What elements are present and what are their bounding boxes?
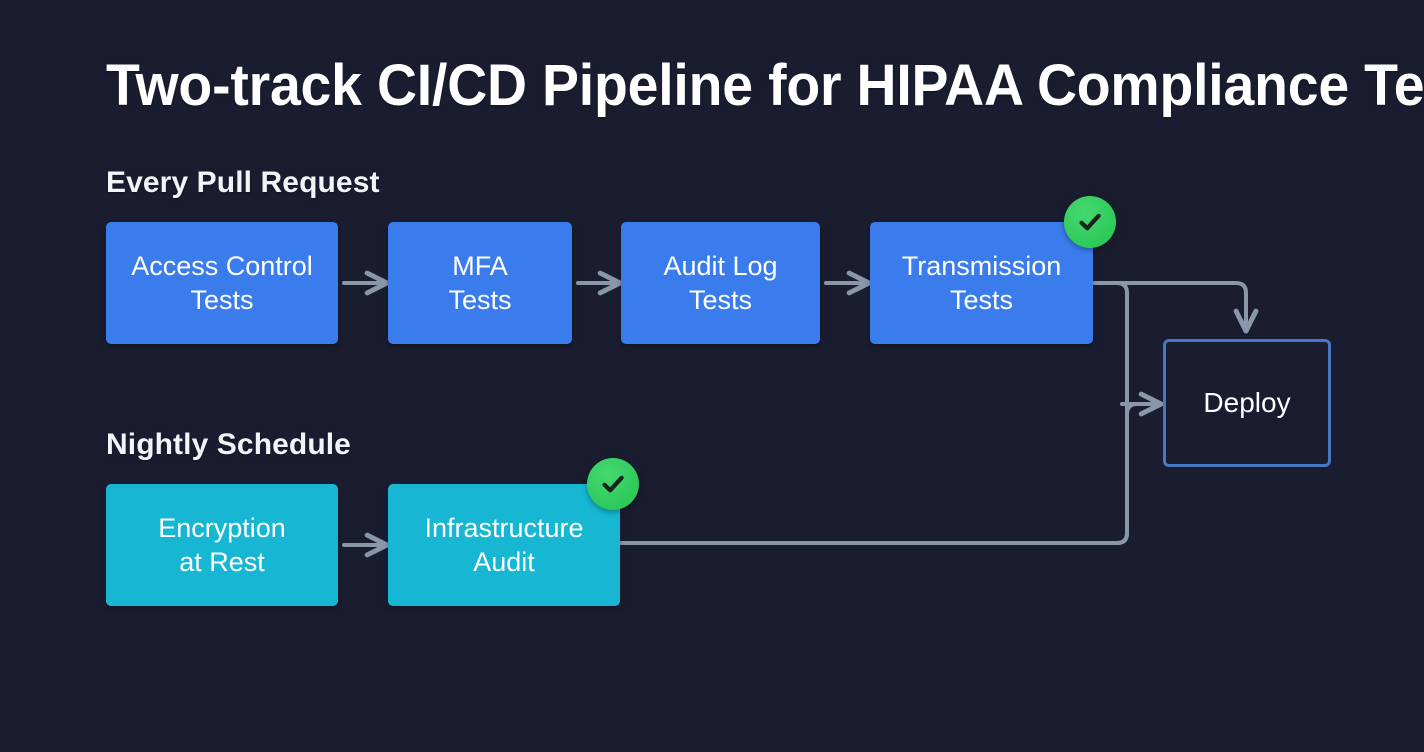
- connector-transmission-spine: [1091, 281, 1129, 545]
- node-audit-log-tests[interactable]: Audit Log Tests: [621, 222, 820, 344]
- section-label-every-pull-request: Every Pull Request: [106, 166, 380, 199]
- node-label: Deploy: [1203, 387, 1291, 418]
- connector-infrastructure-spine: [618, 402, 1148, 545]
- status-badge-infrastructure-passed: [587, 458, 639, 510]
- node-label: MFA Tests: [448, 251, 512, 315]
- node-label: Audit Log Tests: [663, 251, 778, 315]
- node-transmission-tests[interactable]: Transmission Tests: [870, 222, 1093, 344]
- node-access-control-tests[interactable]: Access Control Tests: [106, 222, 338, 344]
- status-badge-transmission-passed: [1064, 196, 1116, 248]
- check-icon: [1079, 213, 1101, 231]
- node-label: Encryption at Rest: [158, 513, 286, 577]
- node-mfa-tests[interactable]: MFA Tests: [388, 222, 572, 344]
- node-deploy[interactable]: Deploy: [1163, 339, 1331, 467]
- node-label: Infrastructure Audit: [424, 513, 584, 577]
- node-encryption-at-rest[interactable]: Encryption at Rest: [106, 484, 338, 606]
- arrow-transmission-to-deploy: [1091, 281, 1259, 334]
- node-label: Transmission Tests: [901, 251, 1062, 315]
- node-infrastructure-audit[interactable]: Infrastructure Audit: [388, 484, 620, 606]
- check-icon: [602, 475, 624, 493]
- node-label: Access Control Tests: [131, 251, 313, 315]
- section-label-nightly-schedule: Nightly Schedule: [106, 428, 351, 461]
- page-title: Two-track CI/CD Pipeline for HIPAA Compl…: [106, 53, 1424, 118]
